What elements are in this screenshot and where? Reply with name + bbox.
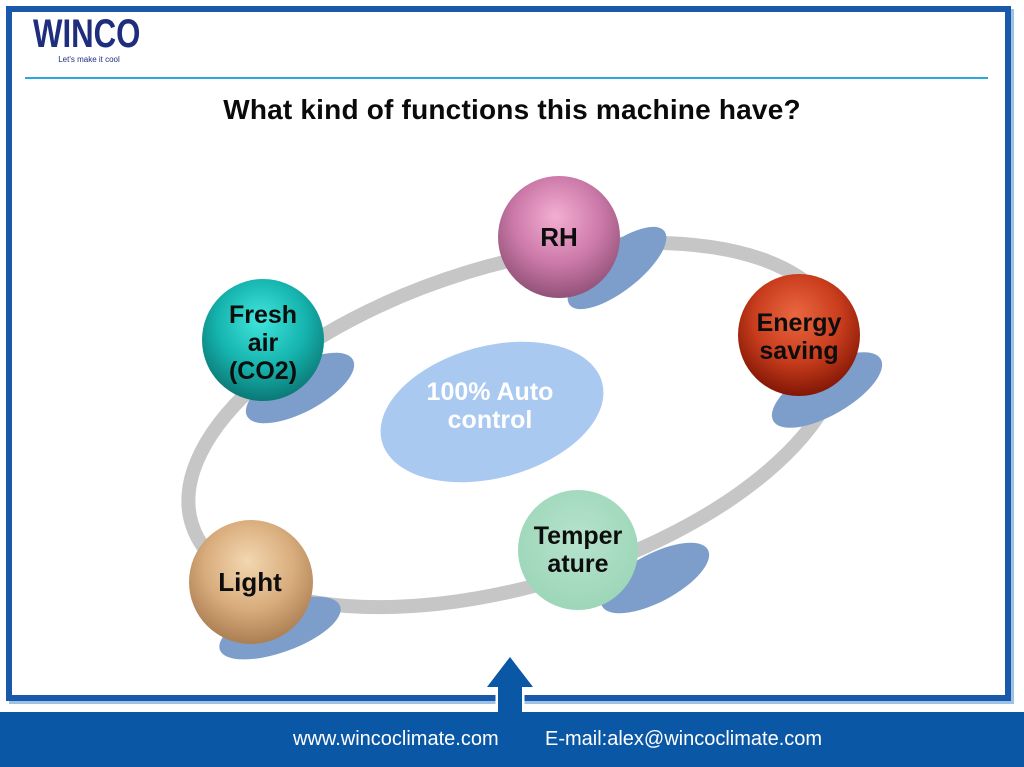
winco-logo: WINCO Let's make it cool [33, 13, 173, 64]
footer-bar: www.wincoclimate.com E-mail:alex@wincocl… [0, 712, 1024, 767]
logo-tagline: Let's make it cool [58, 55, 120, 64]
light-label: Light [218, 567, 282, 597]
light-sphere [189, 520, 313, 644]
energy-saving-sphere [738, 274, 860, 396]
energy-saving-label-line1: Energy [757, 309, 842, 337]
center-bubble-label-line1: 100% Auto [427, 378, 554, 406]
temperature-circle [518, 490, 638, 610]
temperature-label-line1: Temper [534, 522, 623, 550]
rh-sphere [498, 176, 620, 298]
rh-shadow [567, 226, 667, 310]
page-title: What kind of functions this machine have… [223, 94, 801, 125]
fresh-air-label-line1: Fresh [229, 301, 297, 329]
logo-text: WINCO [33, 12, 141, 56]
fresh-air-sphere [202, 279, 324, 401]
header-divider-line [25, 77, 988, 79]
rh-label: RH [540, 222, 578, 252]
fresh-air-label-line3: (CO2) [229, 357, 297, 385]
up-arrow-shape [487, 657, 533, 728]
footer-website-text: www.wincoclimate.com [293, 728, 499, 750]
temperature-label-line2: ature [547, 550, 608, 578]
center-bubble-label-line2: control [448, 406, 533, 434]
fresh-air-label-line2: air [248, 329, 279, 357]
footer-email-text: E-mail:alex@wincoclimate.com [545, 728, 823, 750]
energy-saving-label-line2: saving [759, 337, 838, 365]
temperature-shadow [600, 542, 710, 614]
center-bubble [380, 341, 604, 483]
energy-shadow [771, 352, 883, 428]
up-arrow [481, 652, 539, 728]
functions-diagram: 100% Auto control RH Energy saving Fresh… [181, 176, 883, 660]
